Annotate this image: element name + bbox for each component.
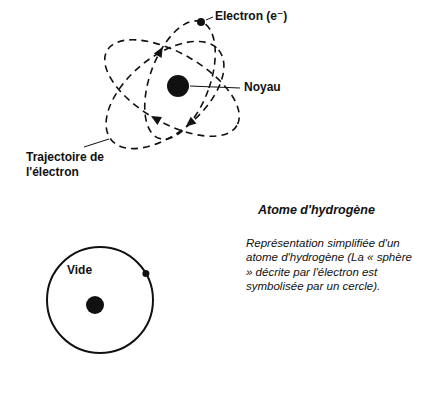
label-text: Noyau xyxy=(244,80,281,95)
label-text: Electron (e⁻) xyxy=(215,9,287,24)
figure-caption: Atome d'hydrogène xyxy=(258,203,375,219)
leader-line xyxy=(206,17,213,20)
orbit-ellipse xyxy=(131,11,230,148)
nucleus-label: Noyau xyxy=(244,80,281,95)
nucleus xyxy=(86,296,104,314)
electron xyxy=(142,270,149,277)
orbit-ellipse xyxy=(90,20,255,156)
orbit-ellipse xyxy=(87,21,243,169)
orbit-arrowhead xyxy=(154,45,167,58)
leader-line xyxy=(190,86,240,88)
label-text: Trajectoire de l'électron xyxy=(26,150,116,180)
figure-caption: Représentation simplifiée d'un atome d'h… xyxy=(246,236,418,294)
label-text: Représentation simplifiée d'un atome d'h… xyxy=(246,236,418,294)
electron-sphere xyxy=(47,247,153,353)
electron xyxy=(197,18,205,26)
orbit-arrowhead xyxy=(183,117,196,130)
nucleus xyxy=(167,75,189,97)
orbit-arrowhead xyxy=(149,112,162,125)
atom-circle: Vide xyxy=(45,245,155,355)
leader-line xyxy=(84,139,109,147)
region-label: Vide xyxy=(67,263,92,278)
label-text: Atome d'hydrogène xyxy=(258,203,375,219)
electron-label: Electron (e⁻) xyxy=(215,9,287,24)
trajectory-label: Trajectoire de l'électron xyxy=(26,150,116,180)
circle-outline xyxy=(45,245,155,355)
